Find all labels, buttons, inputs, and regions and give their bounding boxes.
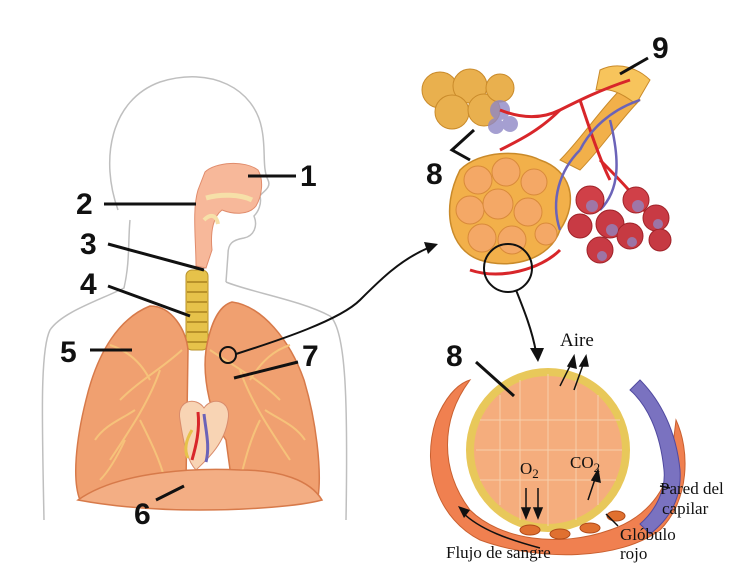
zoom-arrow-down — [516, 290, 536, 352]
trachea — [186, 270, 208, 350]
alveoli-cluster — [422, 66, 671, 292]
label-8-cluster: 8 — [426, 158, 443, 191]
label-co2-sub: 2 — [594, 460, 601, 475]
label-pared-line1: Pared del — [660, 479, 724, 498]
label-pared-line2: capilar — [662, 499, 709, 518]
label-6: 6 — [134, 498, 151, 531]
label-3: 3 — [80, 228, 97, 261]
right-lung — [76, 306, 188, 500]
zoom-arrow-down-head — [530, 348, 544, 362]
label-o2-main: O — [520, 459, 532, 478]
label-8-alveolus: 8 — [446, 340, 463, 373]
label-flujo: Flujo de sangre — [446, 543, 551, 562]
label-globulo-line2: rojo — [620, 544, 647, 563]
label-1: 1 — [300, 160, 317, 193]
label-2: 2 — [76, 188, 93, 221]
label-globulo-line1: Glóbulo — [620, 525, 676, 544]
label-o2-sub: 2 — [532, 466, 539, 481]
label-co2-main: CO — [570, 453, 594, 472]
label-4: 4 — [80, 268, 97, 301]
label-9: 9 — [652, 32, 669, 65]
label-7: 7 — [302, 340, 319, 373]
label-5: 5 — [60, 336, 77, 369]
label-aire: Aire — [560, 330, 594, 351]
zoom-arrow-top-head — [424, 242, 438, 254]
